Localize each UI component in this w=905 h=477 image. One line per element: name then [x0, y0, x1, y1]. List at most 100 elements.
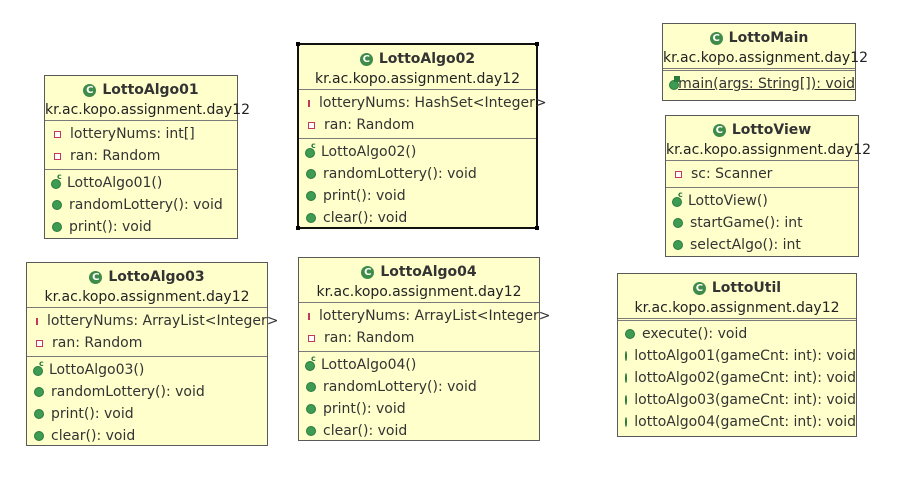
selection-handle[interactable]: [535, 42, 539, 46]
public-method-icon: [625, 417, 628, 427]
package-name: kr.ac.kopo.assignment.day12: [44, 289, 250, 305]
method-row[interactable]: randomLottery(): void: [299, 376, 539, 398]
field-row[interactable]: ran: Random: [299, 114, 536, 136]
public-method-icon: [306, 213, 316, 223]
class-header: C LottoAlgo02 kr.ac.kopo.assignment.day1…: [299, 45, 536, 89]
class-icon: C: [359, 52, 373, 66]
private-field-icon: [54, 152, 61, 160]
public-method-icon: [673, 218, 683, 228]
selection-handle[interactable]: [296, 42, 300, 46]
fields-section: sc: Scanner: [666, 160, 858, 187]
method-row[interactable]: clear(): void: [299, 420, 539, 442]
fields-section: lotteryNums: int[] ran: Random: [45, 120, 237, 169]
class-box-lotto-algo02[interactable]: C LottoAlgo02 kr.ac.kopo.assignment.day1…: [296, 42, 547, 231]
fields-section: lotteryNums: HashSet<Integer> ran: Rando…: [299, 89, 547, 138]
method-row[interactable]: clear(): void: [27, 425, 267, 447]
class-icon: C: [712, 123, 726, 137]
class-icon: C: [361, 265, 375, 279]
method-row[interactable]: randomLottery(): void: [45, 194, 237, 216]
public-method-icon: [306, 426, 316, 436]
field-row[interactable]: ran: Random: [299, 327, 539, 349]
class-name: LottoView: [731, 122, 812, 138]
class-box-lotto-algo04[interactable]: C LottoAlgo04 kr.ac.kopo.assignment.day1…: [298, 257, 551, 444]
class-header: C LottoAlgo03 kr.ac.kopo.assignment.day1…: [27, 263, 267, 307]
class-box-lotto-view[interactable]: C LottoView kr.ac.kopo.assignment.day12 …: [665, 115, 871, 258]
field-row[interactable]: ran: Random: [45, 145, 237, 167]
class-name: LottoAlgo01: [102, 82, 199, 98]
class-name: LottoMain: [728, 30, 809, 46]
class-box-lotto-main[interactable]: C LottoMain kr.ac.kopo.assignment.day12 …: [662, 23, 869, 101]
class-box-lotto-algo03[interactable]: C LottoAlgo03 kr.ac.kopo.assignment.day1…: [26, 262, 279, 449]
public-method-icon: [625, 351, 628, 361]
constructor-icon: c: [305, 141, 316, 158]
public-method-icon: [625, 329, 635, 339]
private-field-icon: [36, 317, 38, 325]
method-row[interactable]: randomLottery(): void: [299, 163, 536, 185]
package-name: kr.ac.kopo.assignment.day12: [663, 50, 869, 66]
private-field-icon: [675, 170, 682, 178]
method-row[interactable]: print(): void: [45, 216, 237, 238]
selection-handle[interactable]: [535, 226, 539, 230]
private-field-icon: [308, 99, 310, 107]
public-method-icon: [52, 200, 62, 210]
package-name: kr.ac.kopo.assignment.day12: [316, 284, 522, 300]
public-method-icon: [625, 373, 628, 383]
field-row[interactable]: sc: Scanner: [666, 163, 858, 185]
method-row[interactable]: main(args: String[]): void: [663, 73, 855, 95]
class-box-lotto-util[interactable]: C LottoUtil kr.ac.kopo.assignment.day12 …: [617, 273, 857, 437]
constructor-icon: c: [672, 190, 683, 207]
public-method-icon: [52, 222, 62, 232]
class-box-lotto-algo01[interactable]: C LottoAlgo01 kr.ac.kopo.assignment.day1…: [44, 75, 250, 240]
class-icon: C: [692, 281, 706, 295]
method-row[interactable]: clear(): void: [299, 207, 536, 229]
selection-handle[interactable]: [296, 226, 300, 230]
field-row[interactable]: lotteryNums: HashSet<Integer>: [299, 92, 547, 114]
method-row[interactable]: randomLottery(): void: [27, 381, 267, 403]
class-name: LottoAlgo04: [380, 264, 477, 280]
method-row[interactable]: startGame(): int: [666, 212, 858, 234]
private-field-icon: [308, 121, 315, 129]
class-header: C LottoView kr.ac.kopo.assignment.day12: [666, 116, 871, 160]
constructor-icon: c: [33, 359, 44, 376]
class-header: C LottoMain kr.ac.kopo.assignment.day12: [663, 24, 869, 68]
private-field-icon: [54, 130, 61, 138]
method-row[interactable]: print(): void: [27, 403, 267, 425]
public-method-icon: [306, 404, 316, 414]
class-header: C LottoAlgo04 kr.ac.kopo.assignment.day1…: [299, 258, 539, 302]
method-row[interactable]: lottoAlgo02(gameCnt: int): void: [618, 367, 856, 389]
field-row[interactable]: lotteryNums: ArrayList<Integer>: [299, 305, 551, 327]
method-row[interactable]: lottoAlgo03(gameCnt: int): void: [618, 389, 856, 411]
class-header: C LottoAlgo01 kr.ac.kopo.assignment.day1…: [45, 76, 250, 120]
methods-section: main(args: String[]): void: [663, 68, 855, 97]
field-row[interactable]: lotteryNums: ArrayList<Integer>: [27, 310, 279, 332]
public-method-icon: [306, 169, 316, 179]
fields-section: lotteryNums: ArrayList<Integer> ran: Ran…: [299, 302, 551, 351]
field-row[interactable]: lotteryNums: int[]: [45, 123, 237, 145]
method-row[interactable]: lottoAlgo01(gameCnt: int): void: [618, 345, 856, 367]
package-name: kr.ac.kopo.assignment.day12: [314, 71, 521, 87]
method-row[interactable]: selectAlgo(): int: [666, 234, 858, 256]
class-icon: C: [709, 31, 723, 45]
constructor-icon: c: [305, 354, 316, 371]
private-field-icon: [308, 312, 310, 320]
method-row[interactable]: print(): void: [299, 185, 536, 207]
field-row[interactable]: ran: Random: [27, 332, 267, 354]
class-name: LottoAlgo03: [108, 269, 205, 285]
static-method-icon: [669, 76, 680, 90]
class-name: LottoUtil: [711, 280, 782, 296]
class-icon: C: [83, 83, 97, 97]
public-method-icon: [306, 191, 316, 201]
method-row[interactable]: print(): void: [299, 398, 539, 420]
method-row[interactable]: execute(): void: [618, 323, 856, 345]
method-row[interactable]: lottoAlgo04(gameCnt: int): void: [618, 411, 856, 433]
